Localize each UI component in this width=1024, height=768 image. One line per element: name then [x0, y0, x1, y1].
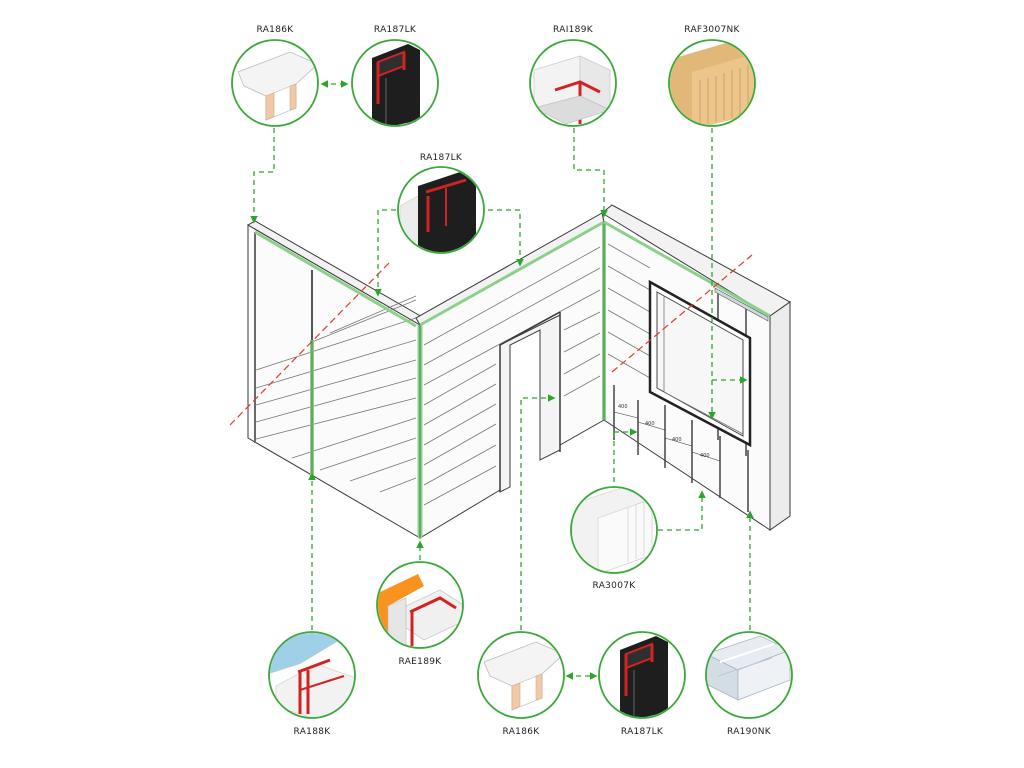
part-callout-ra187lk-bottom[interactable]: RA187LK — [598, 631, 686, 737]
part-callout-ra188k[interactable]: RA188K — [262, 630, 356, 737]
white-u-profile-icon — [483, 641, 563, 711]
dimension-label-3: 400 — [672, 437, 682, 443]
black-profile-with-red-gasket-icon — [372, 44, 420, 125]
part-label: RA186K — [503, 727, 541, 737]
wood-panel-end-icon — [670, 41, 754, 125]
part-label: RA187LK — [621, 727, 664, 737]
middle-wall-panel-lines — [423, 246, 601, 506]
part-label: RA186K — [257, 25, 295, 35]
part-callout-ra186k-top[interactable]: RA186K — [231, 25, 319, 127]
wall-structure — [229, 204, 791, 539]
part-label: RA3007K — [593, 581, 637, 591]
section-lines — [229, 254, 753, 426]
door-opening — [499, 311, 561, 493]
white-hollow-panel-icon — [572, 488, 656, 572]
part-callout-ra186k-bottom[interactable]: RA186K — [477, 631, 565, 737]
dimension-label-4: 400 — [700, 453, 710, 459]
part-label: RA188K — [294, 727, 332, 737]
part-label: RA187LK — [420, 153, 463, 163]
dimension-marks — [613, 411, 721, 462]
window-opening — [648, 279, 752, 448]
part-label: RAI189K — [553, 25, 594, 35]
middle-wall — [415, 212, 605, 539]
part-callout-raf3007nk[interactable]: RAF3007NK — [668, 0, 760, 130]
part-label: RA187LK — [374, 25, 417, 35]
part-label: RAE189K — [399, 657, 443, 667]
part-label: RA190NK — [727, 727, 772, 737]
dimension-label-1: 400 — [618, 404, 628, 410]
outer-corner-profile-icon — [378, 574, 462, 647]
part-callout-rae189k[interactable]: RAE189K — [376, 561, 464, 667]
part-callout-ra187lk-top[interactable]: RA187LK — [351, 25, 439, 128]
inner-corner-profile-icon — [533, 55, 611, 125]
part-callout-ra190nk[interactable]: RA190NK — [705, 631, 793, 737]
leader-lines — [250, 80, 754, 680]
black-profile-with-red-gasket-icon — [620, 636, 668, 717]
right-wall — [601, 204, 791, 531]
part-callout-ra187lk-middle[interactable]: RA187LK — [397, 153, 485, 262]
part-callout-ra3007k[interactable]: RA3007K — [570, 484, 660, 591]
black-profile-with-red-gasket-icon — [399, 172, 476, 252]
part-callout-rai189k[interactable]: RAI189K — [529, 25, 617, 127]
left-wall — [246, 220, 425, 539]
right-wall-panel-lines — [607, 243, 651, 379]
dimension-label-2: 400 — [645, 421, 655, 427]
white-u-profile-icon — [237, 51, 317, 121]
part-label: RAF3007NK — [684, 25, 740, 35]
clear-rail-profile-icon — [707, 635, 791, 701]
